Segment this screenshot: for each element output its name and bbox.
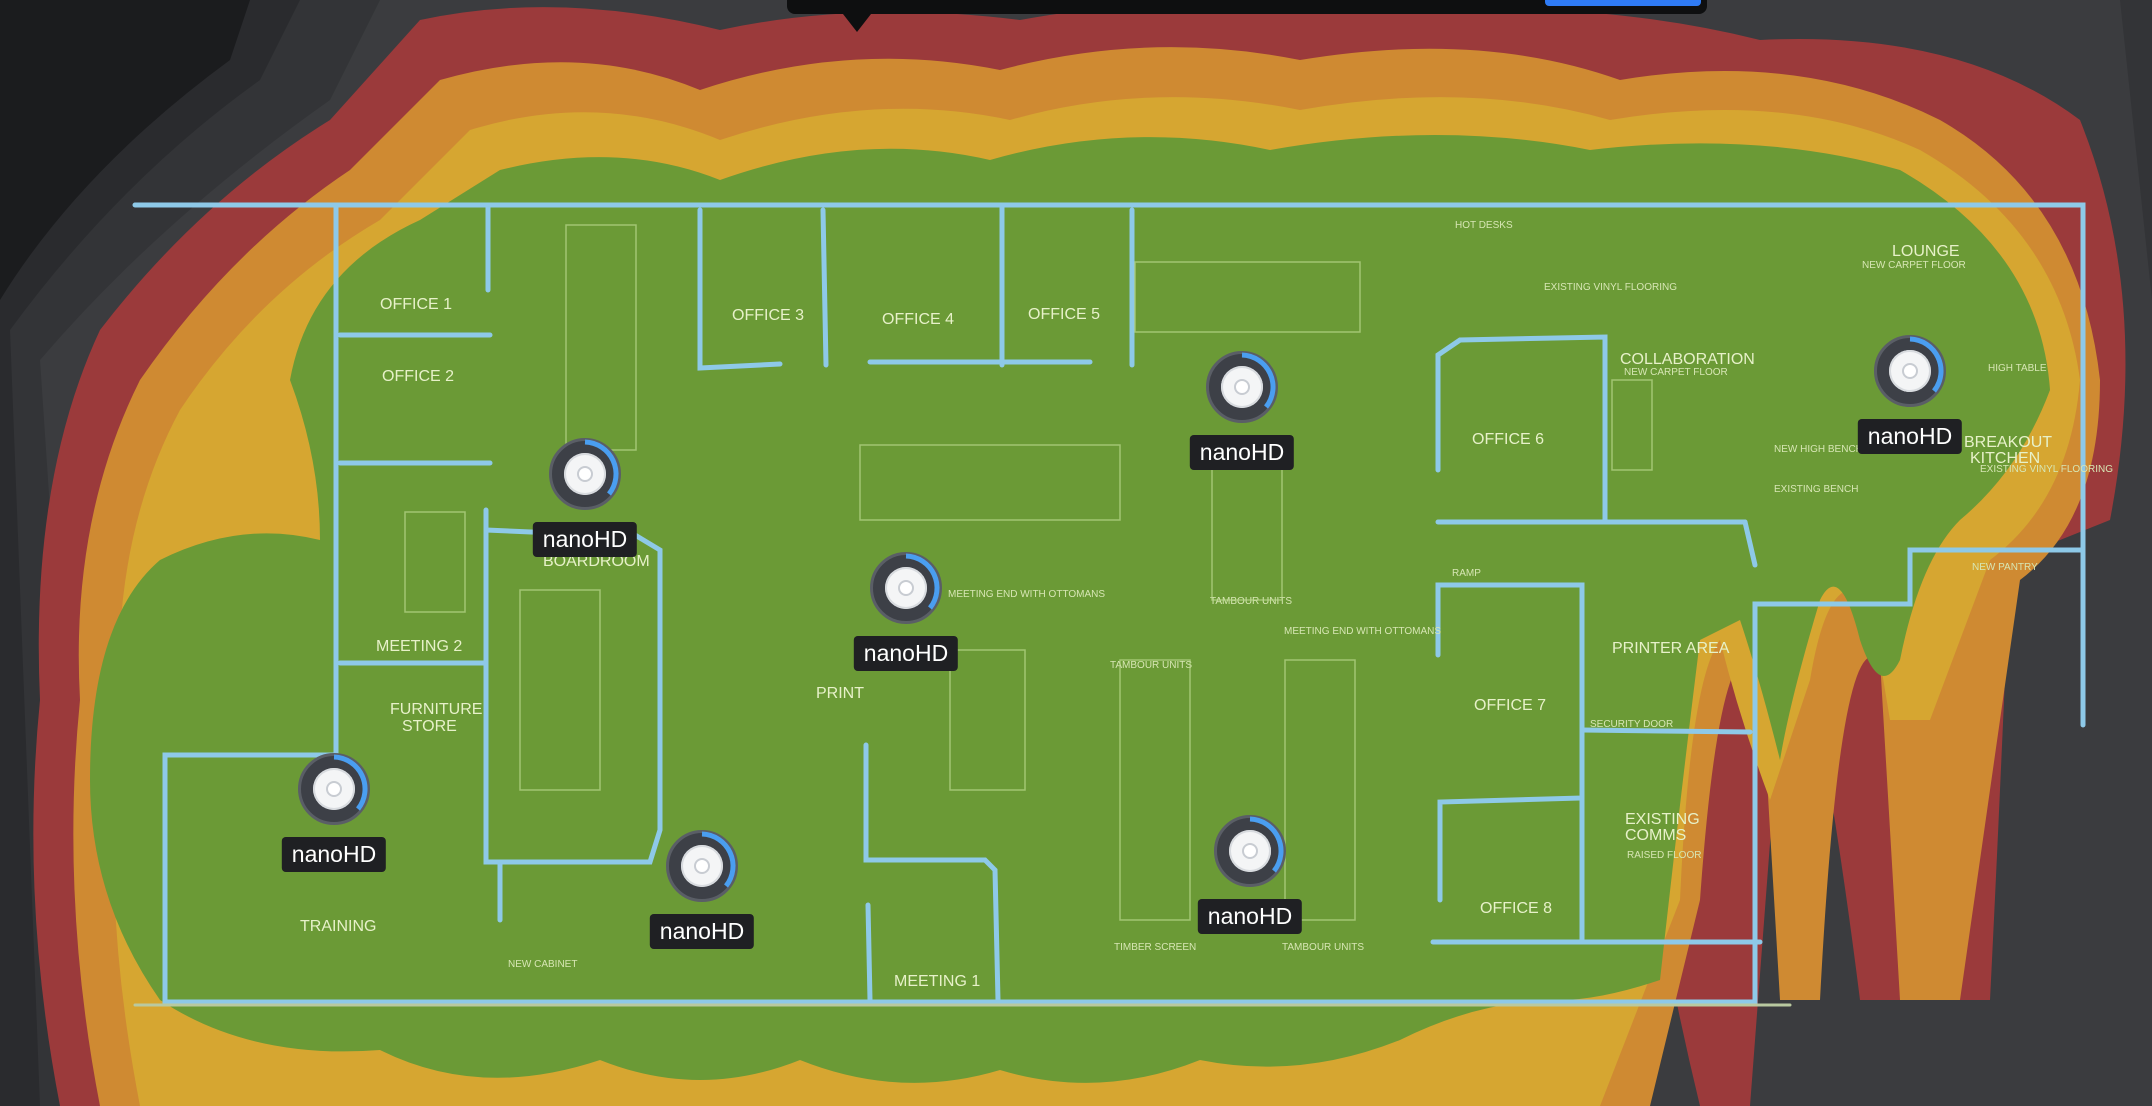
- room-label-print: PRINT: [816, 685, 864, 702]
- note-new-cabinet: NEW CABINET: [508, 959, 577, 970]
- access-point-led-icon: [1234, 379, 1250, 395]
- access-point-label[interactable]: nanoHD: [532, 522, 638, 557]
- note-carpet-lounge: NEW CARPET FLOOR: [1862, 260, 1966, 271]
- access-point-led-icon: [898, 580, 914, 596]
- note-meeting-end-1: MEETING END WITH OTTOMANS: [948, 589, 1105, 600]
- note-timber-screen: TIMBER SCREEN: [1114, 942, 1196, 953]
- room-label-training: TRAINING: [300, 918, 376, 935]
- room-label-printer-area: PRINTER AREA: [1612, 640, 1730, 657]
- room-label-hot-desks: HOT DESKS: [1455, 220, 1513, 231]
- access-point-icon[interactable]: [549, 438, 621, 510]
- room-label-office-2: OFFICE 2: [382, 368, 454, 385]
- note-vinyl-hotdesks: EXISTING VINYL FLOORING: [1544, 282, 1677, 293]
- access-point-label[interactable]: nanoHD: [1197, 899, 1303, 934]
- top-toolbar: [787, 0, 1707, 14]
- room-label-office-6: OFFICE 6: [1472, 431, 1544, 448]
- toolbar-primary-button[interactable]: [1545, 0, 1701, 6]
- room-label-lounge: LOUNGE: [1892, 243, 1960, 260]
- note-meeting-end-2: MEETING END WITH OTTOMANS: [1284, 626, 1441, 637]
- room-label-office-7: OFFICE 7: [1474, 697, 1546, 714]
- access-point-label[interactable]: nanoHD: [1857, 419, 1963, 454]
- signal-arc-icon: [701, 831, 736, 888]
- room-label-meeting-2: MEETING 2: [376, 638, 462, 655]
- signal-arc-icon: [333, 754, 368, 811]
- room-label-meeting-1: MEETING 1: [894, 973, 980, 990]
- room-label-office-3: OFFICE 3: [732, 307, 804, 324]
- room-label-kitchen: KITCHEN: [1970, 450, 2040, 467]
- access-point-label[interactable]: nanoHD: [649, 914, 755, 949]
- room-label-furniture: FURNITURE: [390, 701, 482, 718]
- note-carpet-collab: NEW CARPET FLOOR: [1624, 367, 1728, 378]
- access-point-label[interactable]: nanoHD: [1189, 435, 1295, 470]
- room-label-office-8: OFFICE 8: [1480, 900, 1552, 917]
- access-point-label[interactable]: nanoHD: [853, 636, 959, 671]
- room-label-office-5: OFFICE 5: [1028, 306, 1100, 323]
- room-label-high-table: HIGH TABLE: [1988, 363, 2047, 374]
- room-label-boardroom: BOARDROOM: [543, 553, 650, 570]
- room-labels: OFFICE 1 OFFICE 2 OFFICE 3 OFFICE 4 OFFI…: [300, 220, 2052, 990]
- room-label-breakout: BREAKOUT: [1964, 434, 2052, 451]
- access-point-led-icon: [694, 858, 710, 874]
- access-point-icon[interactable]: [298, 753, 370, 825]
- access-point-led-icon: [1902, 363, 1918, 379]
- access-point-led-icon: [1242, 843, 1258, 859]
- note-new-pantry: NEW PANTRY: [1972, 562, 2038, 573]
- floorplan-walls: [132, 202, 2086, 1007]
- signal-arc-icon: [1249, 816, 1284, 873]
- room-label-existing: EXISTING: [1625, 811, 1700, 828]
- note-tambour-2: TAMBOUR UNITS: [1110, 660, 1192, 671]
- room-label-collaboration: COLLABORATION: [1620, 351, 1755, 368]
- note-existing-bench: EXISTING BENCH: [1774, 484, 1858, 495]
- signal-arc-icon: [905, 553, 940, 610]
- toolbar-caret-icon: [843, 14, 871, 32]
- furniture-layer: [404, 224, 1653, 921]
- signal-arc-icon: [1241, 352, 1276, 409]
- note-vinyl-kitchen: EXISTING VINYL FLOORING: [1980, 464, 2113, 475]
- room-label-office-1: OFFICE 1: [380, 296, 452, 313]
- coverage-contour-green: [90, 135, 2050, 1083]
- signal-arc-icon: [1909, 336, 1944, 393]
- room-label-office-4: OFFICE 4: [882, 311, 954, 328]
- note-ramp: RAMP: [1452, 568, 1481, 579]
- room-label-comms: COMMS: [1625, 827, 1686, 844]
- note-tambour-1: TAMBOUR UNITS: [1210, 596, 1292, 607]
- note-security-door: SECURITY DOOR: [1590, 719, 1673, 730]
- note-high-bench: NEW HIGH BENCH: [1774, 444, 1863, 455]
- access-point-led-icon: [577, 466, 593, 482]
- access-point-led-icon: [326, 781, 342, 797]
- access-point-label[interactable]: nanoHD: [281, 837, 387, 872]
- room-label-store: STORE: [402, 718, 457, 735]
- note-tambour-3: TAMBOUR UNITS: [1282, 942, 1364, 953]
- note-raised-floor: RAISED FLOOR: [1627, 850, 1701, 861]
- signal-arc-icon: [584, 439, 619, 496]
- floorplan-notes: NEW CARPET FLOOR EXISTING VINYL FLOORING…: [508, 260, 2113, 970]
